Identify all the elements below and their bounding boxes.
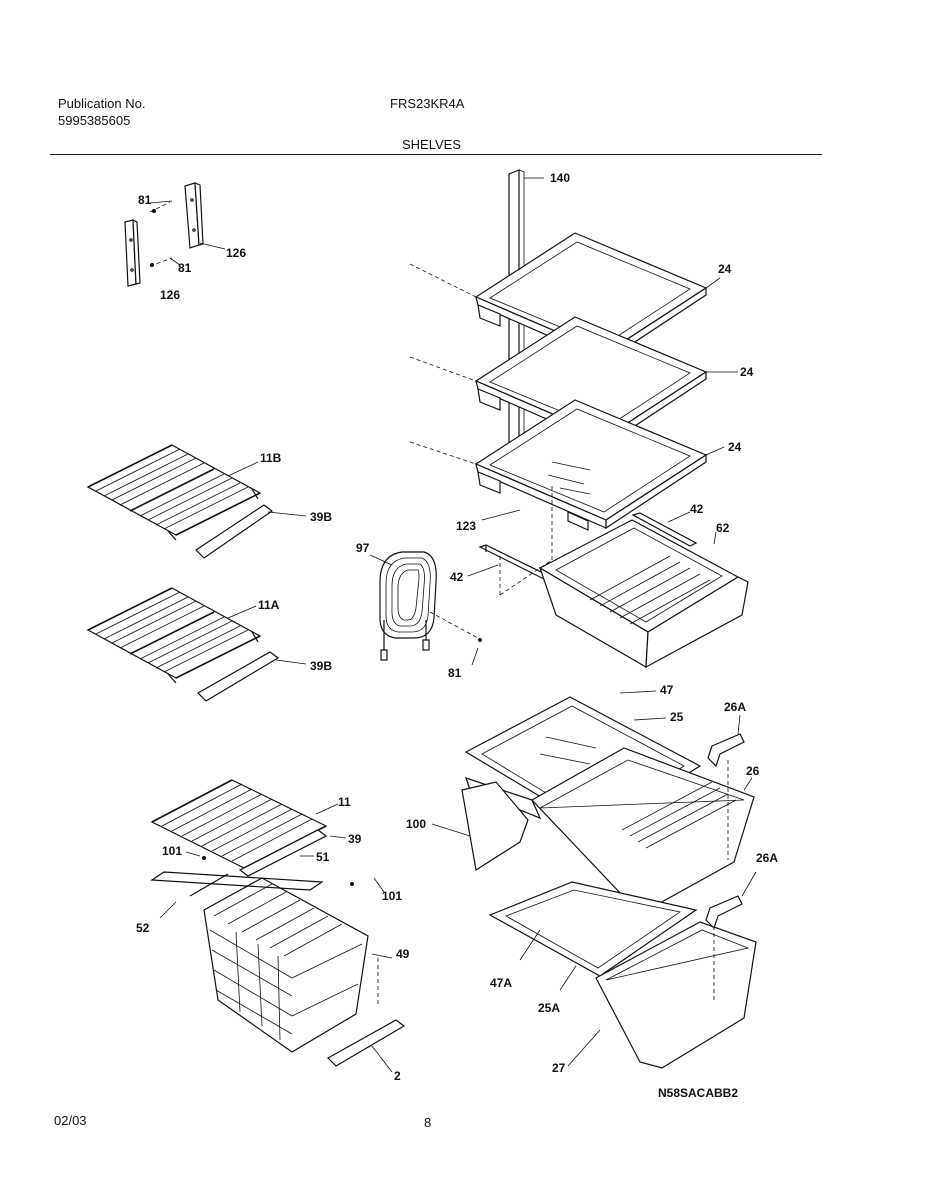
callout-26a-a: 26A [724, 700, 746, 714]
callout-81-top: 81 [138, 193, 152, 207]
callout-11a: 11A [258, 598, 280, 612]
model-number: FRS23KR4A [390, 96, 465, 111]
drawer-assembly [467, 483, 749, 669]
callout-126-right: 126 [226, 246, 246, 260]
callout-24-a: 24 [718, 262, 732, 276]
callout-26a-b: 26A [756, 851, 778, 865]
publication-number: 5995385605 [58, 113, 131, 128]
callout-52: 52 [136, 921, 150, 935]
header-rule [50, 154, 822, 155]
callout-81-coil: 81 [448, 666, 462, 680]
callout-126-bottom: 126 [160, 288, 180, 302]
wire-basket [150, 851, 406, 1073]
callout-24-c: 24 [728, 440, 742, 454]
callout-42-b: 42 [450, 570, 464, 584]
footer-date: 02/03 [54, 1113, 87, 1128]
callout-51: 51 [316, 850, 330, 864]
callout-39b-b: 39B [310, 659, 332, 673]
callout-47a: 47A [490, 976, 512, 990]
publication-label: Publication No. [58, 96, 146, 111]
callout-100: 100 [406, 817, 426, 831]
callout-26: 26 [746, 764, 760, 778]
callout-42-a: 42 [690, 502, 704, 516]
callout-39: 39 [348, 832, 362, 846]
callout-101-b: 101 [382, 889, 402, 903]
callout-25: 25 [670, 710, 684, 724]
wire-shelf-11a [86, 587, 307, 702]
crisper-lower [488, 871, 757, 1069]
part-callouts: 81 126 81 126 140 24 24 24 42 62 123 42 … [136, 171, 778, 1083]
callout-11b: 11B [260, 451, 282, 465]
callout-47: 47 [660, 683, 674, 697]
glass-shelf-bottom [409, 399, 725, 531]
crisper-side-panel [431, 781, 529, 871]
section-title: SHELVES [402, 137, 462, 152]
diagram-code: N58SACABB2 [658, 1086, 738, 1100]
wire-shelf-11 [150, 779, 347, 877]
heater-coil [369, 551, 482, 666]
wire-shelf-11b [86, 444, 307, 559]
callout-25a: 25A [538, 1001, 560, 1015]
callout-62: 62 [716, 521, 730, 535]
shelf-bracket-pair [124, 182, 226, 287]
callout-27: 27 [552, 1061, 566, 1075]
callout-24-b: 24 [740, 365, 754, 379]
callout-123: 123 [456, 519, 476, 533]
callout-81-mid: 81 [178, 261, 192, 275]
callout-11: 11 [338, 795, 351, 809]
callout-2: 2 [394, 1069, 401, 1083]
footer-page-number: 8 [424, 1115, 432, 1130]
callout-49: 49 [396, 947, 410, 961]
callout-39b-a: 39B [310, 510, 332, 524]
callout-101-a: 101 [162, 844, 182, 858]
callout-140: 140 [550, 171, 570, 185]
callout-97: 97 [356, 541, 370, 555]
